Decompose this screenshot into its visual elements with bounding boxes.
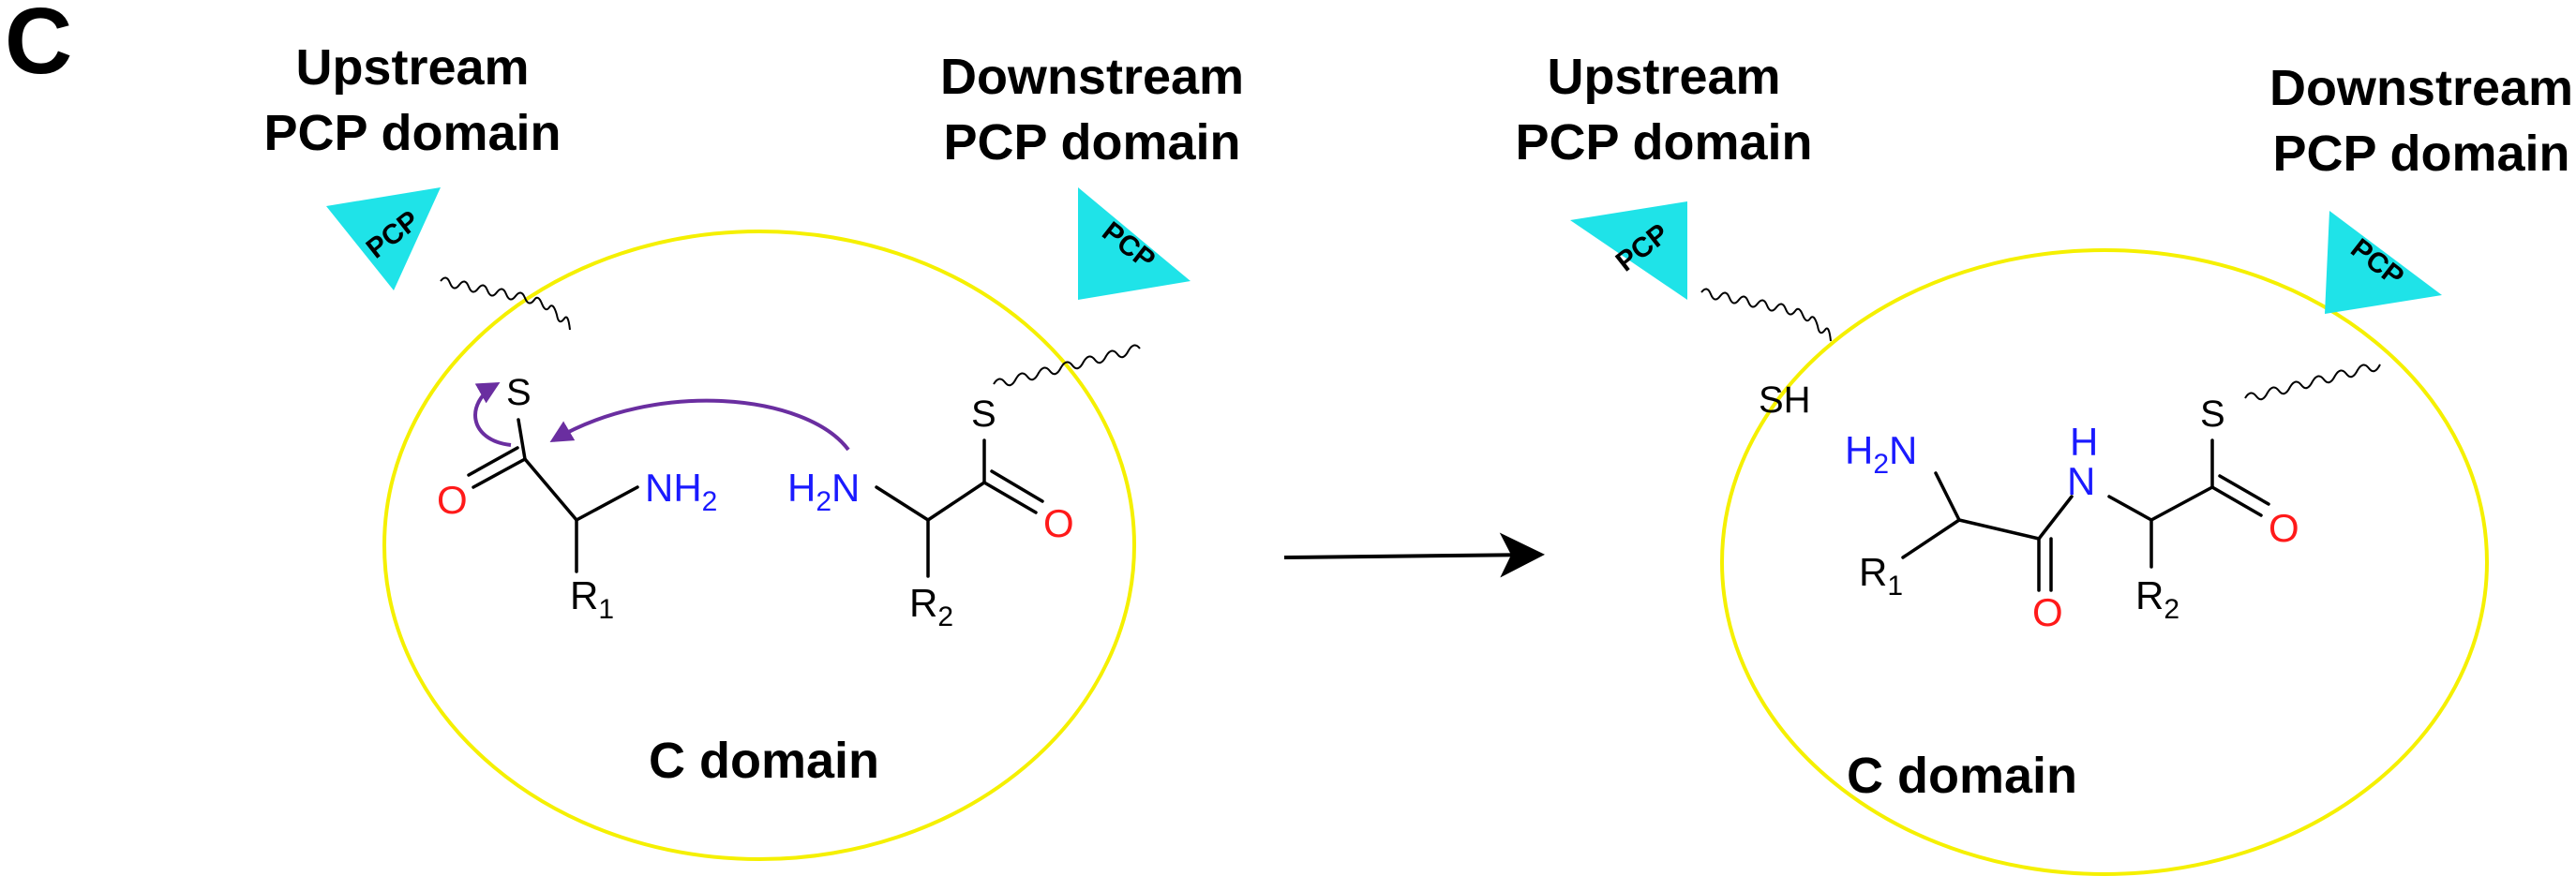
right-downstream-linker	[2244, 364, 2381, 401]
right-bond-c-n	[2037, 495, 2074, 541]
right-downstream-pcp-triangle	[2325, 211, 2442, 314]
left-oxygen-2: O	[1043, 501, 1074, 545]
right-c-domain-label: C domain	[1847, 748, 2077, 804]
right-bond-calpha1-r1	[1901, 518, 1961, 559]
left-amine-nh: NH2	[645, 466, 717, 517]
left-bond-s-c	[517, 418, 527, 461]
left-bond-c2-calpha	[926, 481, 986, 522]
left-upstream-label-line1: Upstream	[295, 39, 529, 96]
right-c-domain-ellipse	[1720, 248, 2489, 876]
left-c-domain-label: C domain	[649, 733, 879, 789]
right-bond-n-calpha1	[1934, 471, 1961, 522]
left-sulfur-2: S	[971, 394, 996, 435]
left-bond-calpha2-n	[875, 485, 930, 522]
left-bond-calpha-n	[575, 485, 639, 522]
right-amide-h: H	[2070, 420, 2098, 464]
right-r1: R1	[1859, 550, 1903, 601]
right-amide-n: N	[2067, 459, 2095, 503]
right-bond-c-o2-1	[2210, 485, 2263, 517]
right-thiol-sh: SH	[1759, 379, 1811, 421]
right-oxygen-2: O	[2269, 506, 2299, 550]
right-r2: R2	[2135, 573, 2179, 625]
right-bond-calpha2-c	[2149, 485, 2214, 522]
left-oxygen-1: O	[437, 478, 468, 522]
left-amine-h2n: H2N	[787, 466, 860, 517]
reaction-arrow	[1283, 532, 1545, 578]
right-oxygen-1: O	[2032, 590, 2063, 634]
left-upstream-linker	[440, 276, 571, 331]
right-amine-h2n: H2N	[1845, 428, 1917, 480]
left-thioester-cleavage-arrow	[473, 382, 512, 447]
right-bond-n-calpha2	[2107, 495, 2153, 522]
left-upstream-label-line2: PCP domain	[263, 105, 561, 161]
left-downstream-pcp-triangle	[1078, 187, 1191, 300]
left-nucleophilic-attack-arrow	[549, 398, 850, 452]
right-sulfur: S	[2200, 394, 2225, 435]
right-upstream-label-line1: Upstream	[1547, 49, 1780, 105]
left-r2: R2	[909, 581, 953, 632]
right-bond-c-o2-2	[2218, 474, 2270, 506]
left-upstream-pcp-triangle	[326, 187, 441, 290]
right-upstream-linker	[1700, 288, 1832, 342]
left-bond-co2-2	[990, 469, 1044, 503]
right-upstream-label-line2: PCP domain	[1515, 114, 1812, 171]
left-downstream-label-line1: Downstream	[940, 49, 1244, 105]
left-bond-co2-1	[982, 481, 1038, 514]
left-bond-co-1	[472, 457, 527, 489]
panel-label: C	[5, 0, 72, 94]
left-downstream-linker	[993, 344, 1141, 387]
left-bond-co-2	[467, 446, 519, 477]
right-panel: Upstream PCP domain Downstream PCP domai…	[1515, 49, 2573, 876]
left-bond-c-calpha	[523, 457, 578, 522]
left-r1: R1	[570, 573, 614, 625]
right-downstream-label-line2: PCP domain	[2272, 126, 2569, 182]
left-panel: Upstream PCP domain Downstream PCP domai…	[263, 39, 1244, 861]
left-downstream-label-line2: PCP domain	[943, 114, 1240, 171]
left-c-domain-ellipse	[382, 230, 1136, 861]
right-upstream-pcp-triangle	[1570, 201, 1687, 300]
right-bond-calpha1-c	[1957, 518, 2041, 541]
right-downstream-label-line1: Downstream	[2269, 60, 2573, 116]
left-sulfur-1: S	[506, 372, 532, 413]
